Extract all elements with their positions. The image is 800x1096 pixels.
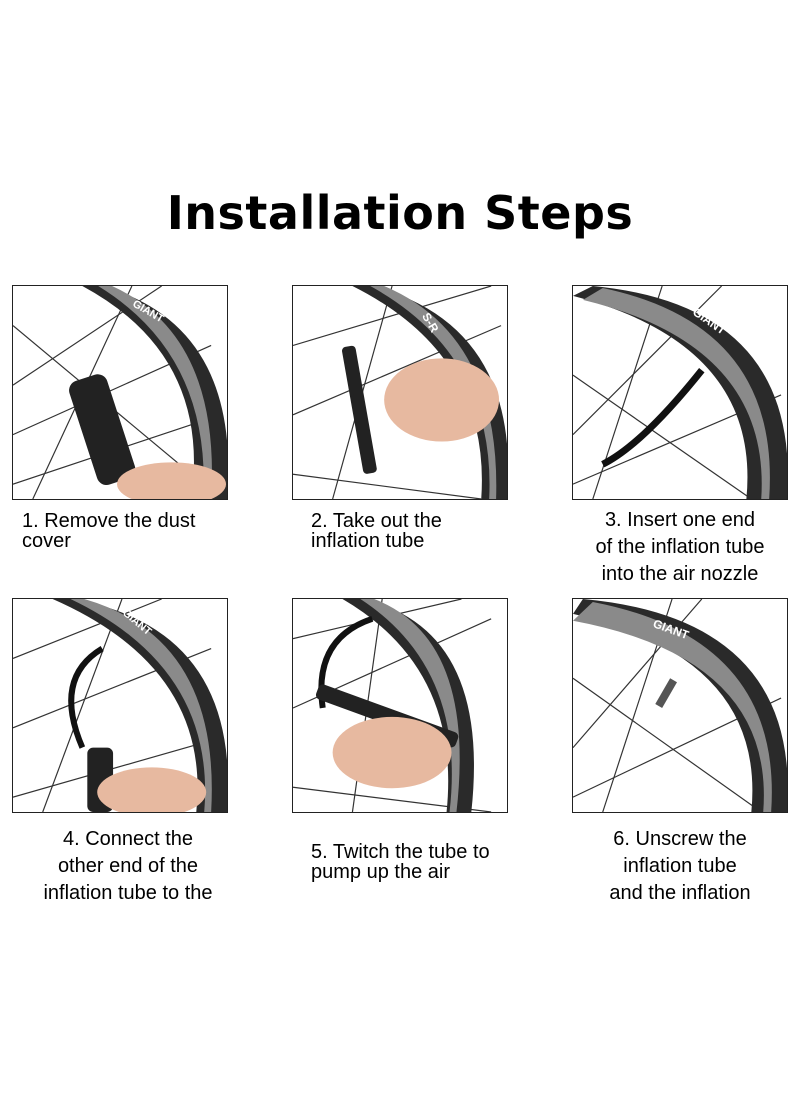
step-1-photo: GIANT: [12, 285, 228, 500]
inflation-tube: [68, 645, 104, 749]
step-2-photo: S-R: [292, 285, 508, 500]
wheel-illustration: [293, 599, 492, 812]
hand: [384, 358, 500, 442]
pump-body: [69, 374, 136, 486]
inflation-tube: [601, 368, 705, 468]
page-title: Installation Steps: [166, 186, 634, 240]
step-3-photo: GIANT: [572, 285, 788, 500]
step-5-photo: [292, 598, 508, 813]
wheel-illustration: GIANT: [13, 599, 227, 812]
valve-nozzle: [655, 678, 677, 708]
hand: [332, 716, 452, 789]
wheel-illustration: S-R: [293, 286, 507, 499]
step-4-photo: GIANT: [12, 598, 228, 813]
wheel-illustration: GIANT: [13, 286, 227, 499]
wheel-illustration: GIANT: [573, 286, 787, 499]
hand: [117, 462, 226, 499]
wheel-illustration: GIANT: [573, 599, 787, 812]
inflation-tube: [341, 345, 377, 474]
step-6-photo: GIANT: [572, 598, 788, 813]
hand: [97, 767, 207, 812]
